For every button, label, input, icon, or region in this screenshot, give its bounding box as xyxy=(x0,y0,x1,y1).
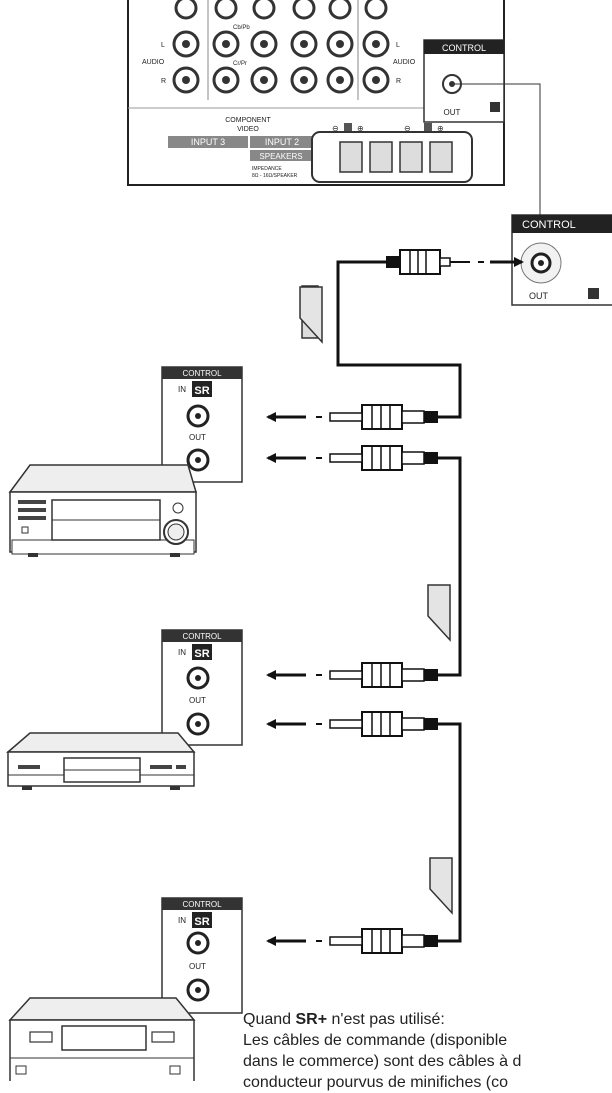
flow-arrow-2 xyxy=(427,584,451,642)
device-3-unit xyxy=(8,997,196,1081)
device-1-unit xyxy=(8,464,198,557)
jack-row-left xyxy=(172,30,390,58)
plug-dev1-in xyxy=(266,404,438,430)
device-3-control-panel: CONTROL IN SR OUT xyxy=(161,897,243,1014)
svg-text:⊕: ⊕ xyxy=(437,124,444,133)
cable-1 xyxy=(336,260,462,419)
l-label: L xyxy=(161,42,165,49)
jack-row-right xyxy=(172,66,390,94)
rear-panel: AUDIO AUDIO L R L R Cb/Pb Cr/Pr COMPONEN… xyxy=(127,0,505,186)
caption-line-1-post: n'est pas utilisé: xyxy=(327,1011,445,1028)
impedance-value: 8Ω - 16Ω/SPEAKER xyxy=(252,173,298,179)
svg-text:⊕: ⊕ xyxy=(357,124,364,133)
audio-label: AUDIO xyxy=(142,59,165,66)
zoom-control-label: CONTROL xyxy=(522,219,576,231)
device-2-unit xyxy=(5,732,196,790)
device-2-sr-label: SR xyxy=(194,648,209,660)
device-3-out-label: OUT xyxy=(189,962,206,971)
r-label: R xyxy=(161,78,166,85)
flow-arrow-1-shape xyxy=(299,286,323,344)
device-2-control-label: CONTROL xyxy=(182,632,222,641)
impedance-label: IMPEDANCE xyxy=(252,166,282,172)
jack-row-top xyxy=(174,0,388,20)
flow-arrow-3 xyxy=(429,857,453,915)
speakers-tab xyxy=(250,150,312,161)
l-label-2: L xyxy=(396,42,400,49)
caption-line-3: dans le commerce) sont des câbles à d xyxy=(243,1053,522,1070)
speakers-label: SPEAKERS xyxy=(259,152,302,161)
video-label: VIDEO xyxy=(237,126,259,133)
device-2-control-panel: CONTROL IN SR OUT xyxy=(161,629,243,746)
caption-note: Quand SR+ n'est pas utilisé: Les câbles … xyxy=(243,1009,612,1093)
device-1-out-label: OUT xyxy=(189,433,206,442)
input3-label: INPUT 3 xyxy=(191,137,225,147)
panel-control-out: CONTROL OUT xyxy=(423,39,505,123)
panel-out-label: OUT xyxy=(444,108,461,117)
plug-dev1-out xyxy=(266,445,438,471)
caption-line-1: Quand SR+ n'est pas utilisé: xyxy=(243,1009,612,1030)
zoom-leader-line xyxy=(452,83,541,262)
device-3-sr-label: SR xyxy=(194,916,209,928)
input2-label: INPUT 2 xyxy=(265,137,299,147)
device-1-in-label: IN xyxy=(178,385,186,394)
device-2-in-label: IN xyxy=(178,648,186,657)
caption-line-2: Les câbles de commande (disponible xyxy=(243,1032,508,1049)
device-2-out-label: OUT xyxy=(189,696,206,705)
input3-tab xyxy=(168,136,248,148)
caption-sr-plus: SR+ xyxy=(295,1011,328,1028)
plug-dev3-in xyxy=(266,928,438,954)
control-out-zoom: CONTROL OUT xyxy=(511,214,612,306)
r-label-2: R xyxy=(396,78,401,85)
device-1-control-label: CONTROL xyxy=(182,369,222,378)
svg-text:⊖: ⊖ xyxy=(404,124,411,133)
plug-dev2-out xyxy=(266,711,438,737)
input2-tab xyxy=(250,136,314,148)
device-1-sr-label: SR xyxy=(194,385,209,397)
caption-line-4: conducteur pourvus de minifiches (co xyxy=(243,1074,509,1091)
device-3-in-label: IN xyxy=(178,916,186,925)
component-label: COMPONENT xyxy=(225,117,271,124)
speaker-terminals: ⊖ ⊕ ⊖ ⊕ xyxy=(311,123,473,183)
device-3-control-label: CONTROL xyxy=(182,900,222,909)
audio-label-2: AUDIO xyxy=(393,59,416,66)
cable-2 xyxy=(438,456,462,677)
cr-pr-label: Cr/Pr xyxy=(233,61,247,67)
cb-pb-label: Cb/Pb xyxy=(233,25,250,31)
device-1-control-panel: CONTROL IN SR OUT xyxy=(161,366,243,483)
panel-control-label: CONTROL xyxy=(442,43,486,53)
plug-dev2-in xyxy=(266,662,438,688)
svg-text:⊖: ⊖ xyxy=(332,124,339,133)
zoom-out-label: OUT xyxy=(529,291,549,301)
caption-line-1-pre: Quand xyxy=(243,1011,296,1028)
cable-3 xyxy=(438,722,462,943)
plug-top xyxy=(386,249,524,275)
